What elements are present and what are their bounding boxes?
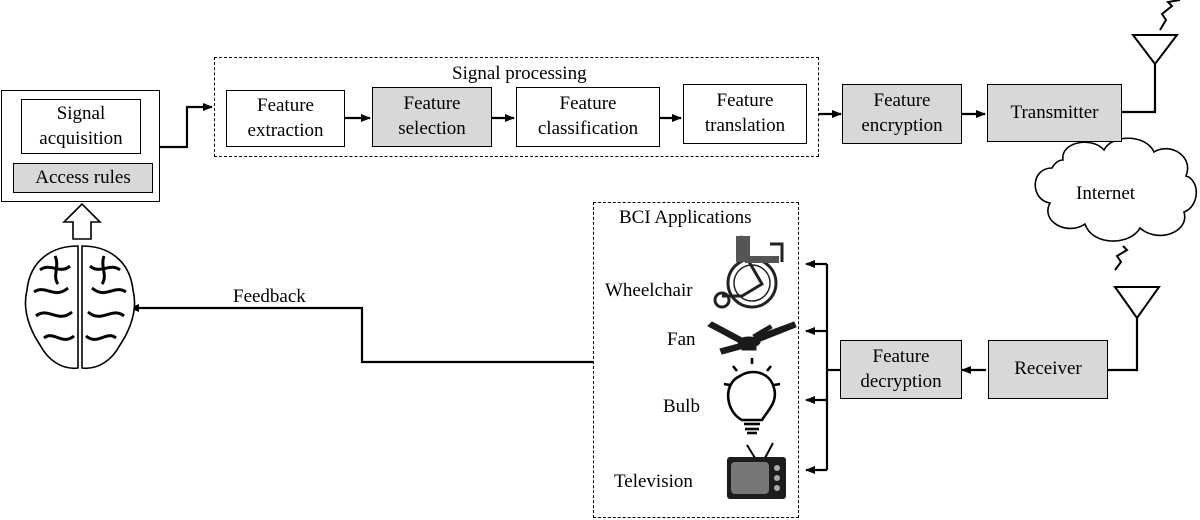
arrow-acquisition-to-processing bbox=[160, 103, 213, 149]
antenna-icon bbox=[1130, 0, 1181, 66]
feature-translation-box: Feature translation bbox=[683, 84, 807, 144]
access-rules-box: Access rules bbox=[13, 163, 153, 193]
antenna-icon bbox=[1113, 245, 1161, 320]
feature-encryption-box: Feature encryption bbox=[842, 84, 962, 144]
signal-acquisition-box: Signal acquisition bbox=[21, 99, 141, 154]
receiver-box: Receiver bbox=[988, 340, 1108, 399]
television-icon bbox=[727, 442, 786, 499]
transmitter-box: Transmitter bbox=[987, 84, 1122, 142]
fan-icon bbox=[707, 321, 797, 355]
cloud-icon bbox=[1034, 137, 1198, 242]
feedback-label: Feedback bbox=[233, 286, 306, 307]
fan-label: Fan bbox=[667, 329, 696, 350]
line-antenna-to-receiver bbox=[1108, 318, 1139, 372]
signal-processing-group bbox=[214, 57, 819, 157]
internet-label: Internet bbox=[1076, 183, 1136, 204]
bulb-icon bbox=[723, 358, 781, 435]
feature-extraction-box: Feature extraction bbox=[226, 90, 345, 147]
signal-processing-title: Signal processing bbox=[452, 63, 587, 84]
television-label: Television bbox=[614, 471, 693, 492]
feature-decryption-box: Feature decryption bbox=[840, 340, 962, 399]
bci-applications-title: BCI Applications bbox=[619, 207, 752, 228]
wheelchair-icon bbox=[713, 235, 784, 309]
feature-selection-box: Feature selection bbox=[372, 87, 492, 147]
brain-to-acquisition-arrow bbox=[62, 202, 102, 240]
arrow-feedback-to-brain bbox=[129, 304, 593, 364]
wheelchair-label: Wheelchair bbox=[605, 280, 693, 301]
bci-applications-group bbox=[593, 202, 799, 518]
line-transmitter-to-antenna bbox=[1122, 64, 1157, 114]
brain-icon bbox=[24, 245, 136, 370]
bulb-label: Bulb bbox=[663, 396, 700, 417]
feature-classification-box: Feature classification bbox=[516, 87, 660, 147]
